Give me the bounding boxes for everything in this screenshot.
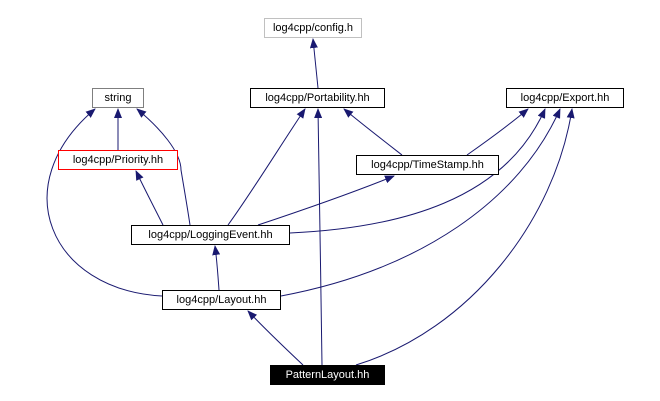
edge-layout-to-export [280,108,561,297]
node-patternlayout-hh: PatternLayout.hh [270,365,385,385]
edge-timestamp-to-export [466,108,529,156]
node-log4cpp-export-hh[interactable]: log4cpp/Export.hh [506,88,624,108]
node-log4cpp-loggingevent-hh[interactable]: log4cpp/LoggingEvent.hh [131,225,290,245]
edge-patternlayout-to-export [355,108,575,366]
node-log4cpp-portability-hh[interactable]: log4cpp/Portability.hh [250,88,385,108]
node-log4cpp-priority-hh[interactable]: log4cpp/Priority.hh [58,150,178,170]
edge-loggingevent-to-priority [135,170,164,226]
edge-patternlayout-to-portability [314,108,323,366]
node-log4cpp-layout-hh[interactable]: log4cpp/Layout.hh [162,290,281,310]
node-string: string [92,88,144,108]
edge-loggingevent-to-portability [227,108,306,226]
edge-patternlayout-to-layout [247,310,304,366]
edge-loggingevent-to-export [289,108,546,234]
node-log4cpp-config-h: log4cpp/config.h [264,18,362,38]
edge-loggingevent-to-string [136,108,191,226]
edge-layout-to-string [46,108,163,297]
node-log4cpp-timestamp-hh[interactable]: log4cpp/TimeStamp.hh [356,155,499,175]
edge-timestamp-to-portability [343,108,403,156]
edge-loggingevent-to-timestamp [257,175,395,226]
edge-layout-to-loggingevent [212,245,221,291]
edge-portability-to-config [309,38,319,89]
